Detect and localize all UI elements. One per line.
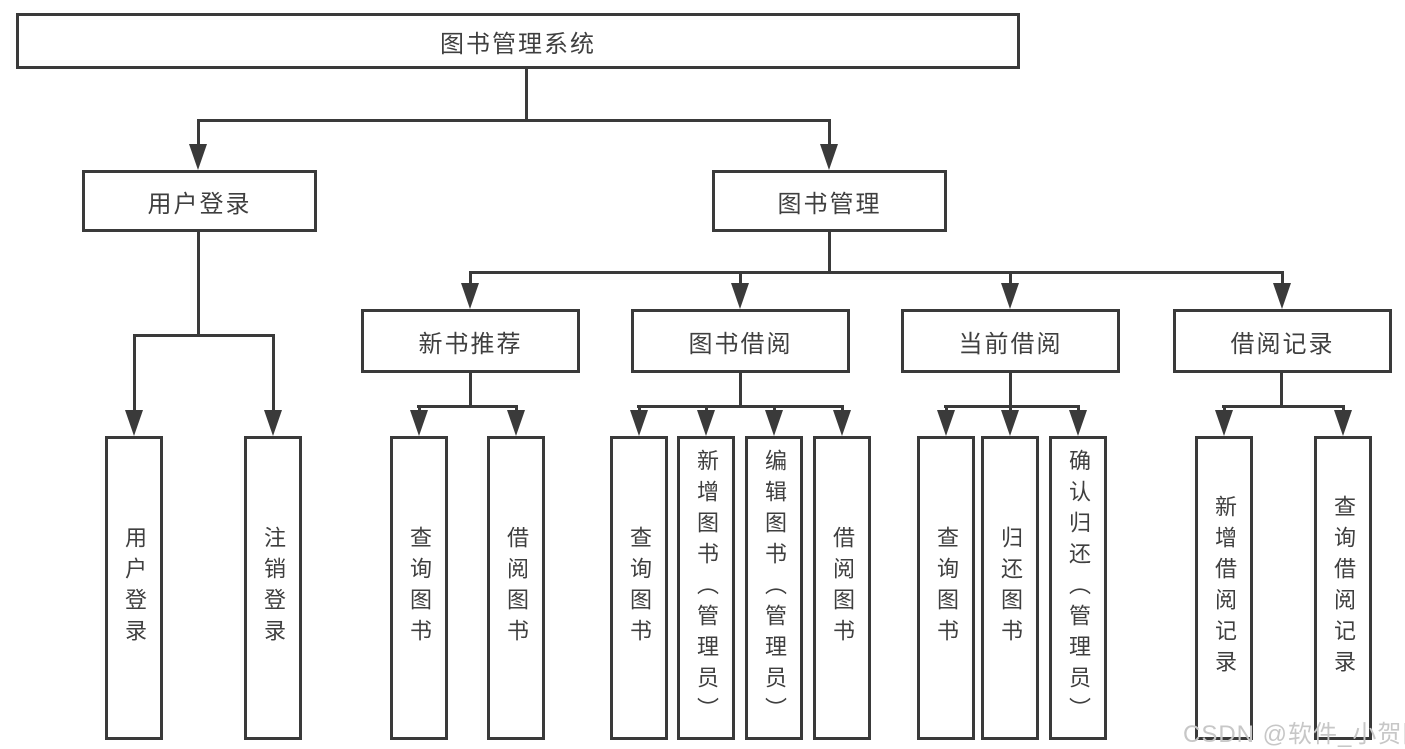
connector-line: [272, 334, 275, 414]
node-label: 借阅记录: [1230, 330, 1335, 358]
arrow-down-icon: [820, 144, 838, 170]
connector-line: [417, 405, 518, 408]
connector-line: [197, 119, 200, 148]
arrow-down-icon: [125, 410, 143, 436]
arrow-down-icon: [1273, 283, 1291, 309]
arrow-down-icon: [833, 410, 851, 436]
connector-line: [197, 232, 200, 337]
connector-line: [133, 334, 275, 337]
node-label: 确认归还（管理员）: [1066, 448, 1091, 728]
connector-line: [469, 271, 472, 287]
node-label: 查询图书: [934, 526, 959, 650]
connector-line: [1281, 271, 1284, 287]
leaf-user-login: 用户登录: [105, 436, 163, 740]
node-label: 归还图书: [998, 526, 1023, 650]
leaf-query-books: 查询图书: [390, 436, 448, 740]
leaf-borrow-books: 借阅图书: [487, 436, 545, 740]
arrow-down-icon: [1001, 283, 1019, 309]
leaf-add-books-admin: 新增图书（管理员）: [677, 436, 735, 740]
arrow-down-icon: [697, 410, 715, 436]
node-label: 新增图书（管理员）: [694, 448, 719, 728]
node-book-borrow: 图书借阅: [631, 309, 850, 373]
arrow-down-icon: [1001, 410, 1019, 436]
leaf-return-books: 归还图书: [981, 436, 1039, 740]
arrow-down-icon: [264, 410, 282, 436]
connector-line: [637, 405, 844, 408]
root-node-system: 图书管理系统: [16, 13, 1020, 69]
connector-line: [1280, 372, 1283, 408]
node-label: 编辑图书（管理员）: [762, 448, 787, 728]
connector-line: [525, 69, 528, 122]
leaf-edit-books-admin: 编辑图书（管理员）: [745, 436, 803, 740]
connector-line: [828, 119, 831, 148]
node-label: 图书管理: [777, 190, 882, 218]
arrow-down-icon: [937, 410, 955, 436]
node-label: 借阅图书: [830, 526, 855, 650]
leaf-borrow-books: 借阅图书: [813, 436, 871, 740]
node-label: 新增借阅记录: [1212, 495, 1237, 681]
leaf-query-borrow-record: 查询借阅记录: [1314, 436, 1372, 740]
connector-line: [1009, 372, 1012, 408]
connector-line: [469, 271, 1284, 274]
arrow-down-icon: [189, 144, 207, 170]
arrow-down-icon: [1215, 410, 1233, 436]
node-label: 用户登录: [122, 526, 147, 650]
csdn-watermark: CSDN @软件_小贺同学: [1183, 721, 1405, 748]
node-label: 查询图书: [627, 526, 652, 650]
leaf-add-borrow-record: 新增借阅记录: [1195, 436, 1253, 740]
connector-line: [1222, 405, 1345, 408]
leaf-query-books: 查询图书: [610, 436, 668, 740]
connector-line: [197, 119, 831, 122]
connector-line: [944, 405, 1080, 408]
node-new-book-recommend: 新书推荐: [361, 309, 580, 373]
connector-line: [739, 271, 742, 287]
node-label: 注销登录: [261, 526, 286, 650]
node-label: 当前借阅: [958, 330, 1063, 358]
arrow-down-icon: [507, 410, 525, 436]
connector-line: [828, 232, 831, 274]
connector-line: [469, 372, 472, 408]
arrow-down-icon: [410, 410, 428, 436]
connector-line: [133, 334, 136, 414]
arrow-down-icon: [765, 410, 783, 436]
node-label: 查询图书: [407, 526, 432, 650]
node-current-borrow: 当前借阅: [901, 309, 1120, 373]
leaf-query-books: 查询图书: [917, 436, 975, 740]
node-book-management: 图书管理: [712, 170, 947, 232]
node-label: 新书推荐: [418, 330, 523, 358]
leaf-logout: 注销登录: [244, 436, 302, 740]
arrow-down-icon: [1334, 410, 1352, 436]
node-user-login: 用户登录: [82, 170, 317, 232]
node-label: 借阅图书: [504, 526, 529, 650]
arrow-down-icon: [461, 283, 479, 309]
node-label: 图书管理系统: [440, 30, 596, 58]
arrow-down-icon: [731, 283, 749, 309]
arrow-down-icon: [1069, 410, 1087, 436]
connector-line: [1009, 271, 1012, 287]
node-borrow-records: 借阅记录: [1173, 309, 1392, 373]
node-label: 图书借阅: [688, 330, 793, 358]
leaf-confirm-return-admin: 确认归还（管理员）: [1049, 436, 1107, 740]
arrow-down-icon: [630, 410, 648, 436]
connector-line: [739, 372, 742, 408]
node-label: 查询借阅记录: [1331, 495, 1356, 681]
node-label: 用户登录: [147, 190, 252, 218]
